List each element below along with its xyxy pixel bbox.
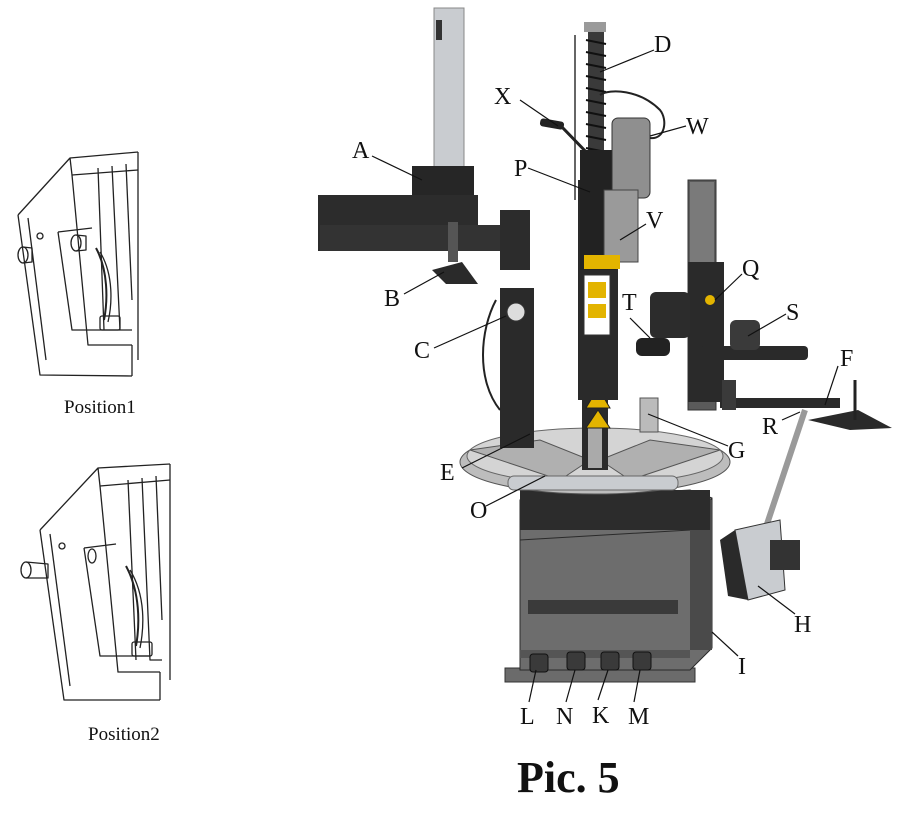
callout-q: Q [742, 256, 759, 282]
callout-k: K [592, 703, 610, 729]
callout-r: R [762, 414, 778, 440]
position2-sketch [20, 463, 171, 701]
callout-p: P [514, 156, 527, 182]
callout-n: N [556, 704, 573, 730]
callout-i: I [738, 654, 746, 680]
position2-caption: Position2 [88, 724, 160, 745]
callout-c: C [414, 338, 430, 364]
callout-b: B [384, 286, 400, 312]
figure-title: Pic. 5 [517, 753, 620, 802]
position1-sketch [17, 151, 139, 377]
callout-t: T [622, 290, 637, 316]
callout-h: H [794, 612, 811, 638]
tyre-changer-machine [318, 7, 892, 683]
callout-m: M [628, 704, 649, 730]
callout-d: D [654, 32, 671, 58]
callout-v: V [646, 208, 664, 234]
callout-s: S [786, 300, 799, 326]
callout-f: F [840, 346, 853, 372]
callout-o: O [470, 498, 487, 524]
leader-lines [371, 49, 839, 703]
callout-x: X [494, 84, 511, 110]
callout-a: A [352, 138, 370, 164]
callout-g: G [728, 438, 745, 464]
callout-e: E [440, 460, 455, 486]
callout-l: L [520, 704, 535, 730]
callout-labels: A B C D E F G H I K L M N O P Q R S T V … [352, 32, 853, 730]
callout-w: W [686, 114, 709, 140]
position1-caption: Position1 [64, 397, 136, 418]
